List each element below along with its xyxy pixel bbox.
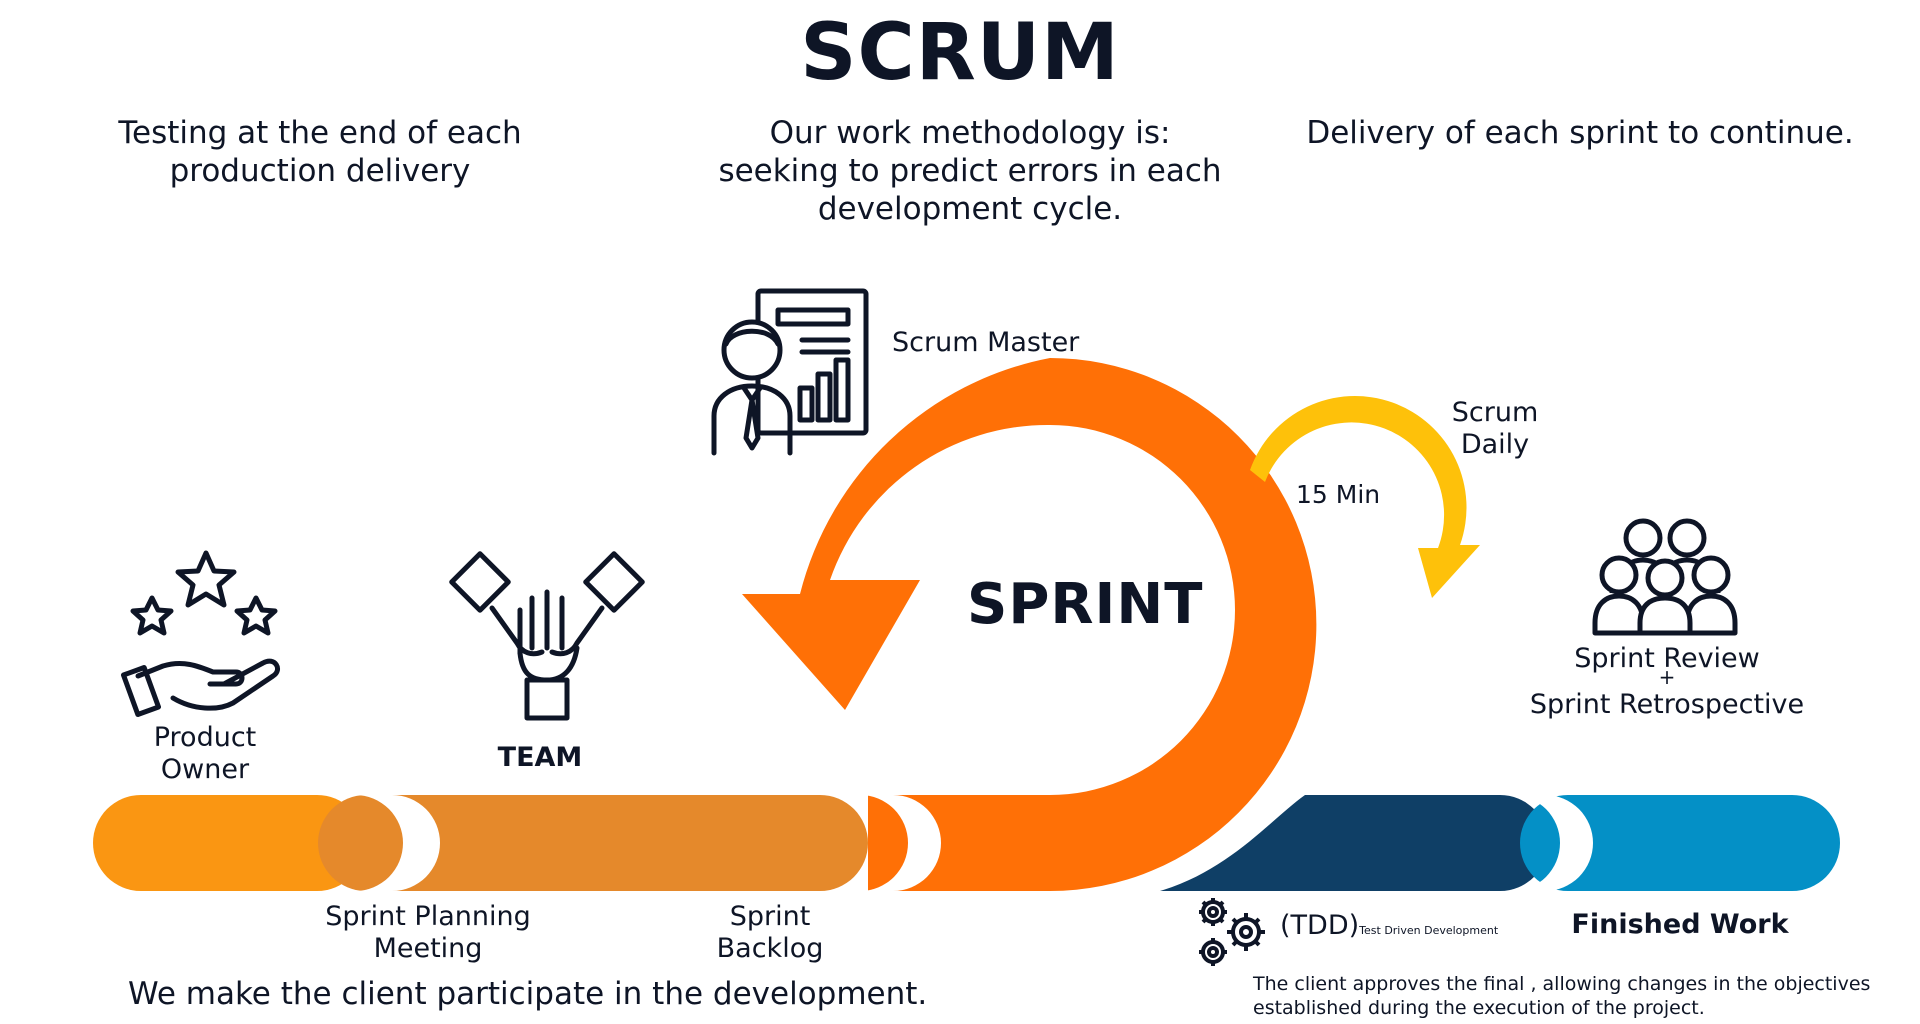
finished-work-label: Finished Work: [1571, 909, 1789, 940]
sprint-backlog-label: Sprint Backlog: [716, 901, 824, 964]
team-hands-icon: [449, 548, 645, 721]
intro-left-text: Testing at the end of each production de…: [118, 115, 522, 189]
scrum-daily-label: Scrum Daily: [1451, 397, 1539, 460]
tdd-abbr: (TDD): [1280, 910, 1360, 941]
team-label: TEAM: [497, 742, 583, 773]
sprint-loop-arrow: [742, 358, 1317, 891]
timeline-separator-3: [1512, 795, 1593, 891]
footer-right-text: The client approves the final , allowing…: [1253, 973, 1871, 1019]
scrum-daily-arrow: [1250, 396, 1480, 598]
tdd-full: Test Driven Development: [1359, 924, 1499, 937]
group-people-icon: [1592, 518, 1738, 636]
scrum-master-icon: [710, 288, 870, 456]
review-plus: +: [1658, 665, 1676, 689]
timeline-segment-finished: [1520, 795, 1840, 891]
sprint-planning-label: Sprint Planning Meeting: [325, 901, 531, 964]
gears-icon: [1196, 895, 1272, 969]
footer-left-text: We make the client participate in the de…: [128, 976, 928, 1012]
sprint-label: SPRINT: [967, 572, 1204, 637]
tdd-label: (TDD)Test Driven Development: [1280, 910, 1498, 941]
sprint-retrospective-label: Sprint Retrospective: [1529, 689, 1805, 720]
stars-hand-icon: [120, 548, 288, 718]
timeline-segment-tdd: [1160, 795, 1548, 891]
page-title: SCRUM: [800, 8, 1120, 98]
product-owner-label: Product Owner: [153, 722, 257, 785]
timeline-separator-2: [860, 795, 941, 891]
intro-center-text: Our work methodology is: seeking to pred…: [718, 115, 1222, 227]
scrum-daily-duration: 15 Min: [1296, 480, 1381, 509]
scrum-master-label: Scrum Master: [892, 327, 1080, 358]
timeline-segment-planning-backlog: [318, 795, 868, 891]
timeline-segment-product-owner: [93, 795, 365, 891]
intro-right-text: Delivery of each sprint to continue.: [1306, 115, 1854, 151]
timeline-separator: [355, 795, 440, 891]
sprint-review-label: Sprint Review: [1574, 643, 1760, 674]
